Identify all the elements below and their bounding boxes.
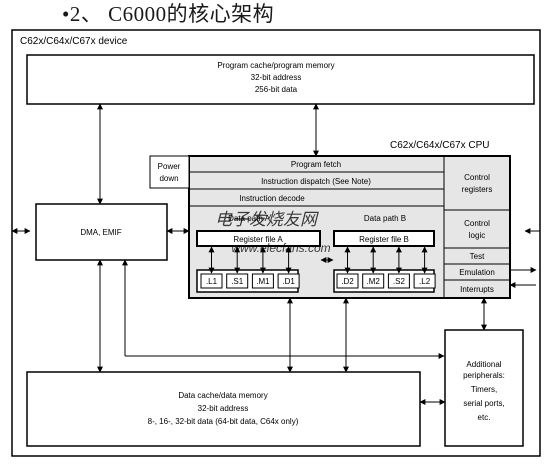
connection-lines	[11, 103, 540, 405]
unit-d1-label: .D1	[282, 277, 295, 286]
unit-m1-label: .M1	[256, 277, 270, 286]
control-registers-line2: registers	[462, 185, 493, 194]
watermark-chinese: 电子发烧友网	[215, 210, 319, 230]
data-path-a-label: Data path A	[228, 214, 270, 223]
data-memory-width: 8-, 16-, 32-bit data (64-bit data, C64x …	[148, 417, 299, 426]
unit-d1-box	[277, 273, 300, 289]
peripherals-line2: peripherals:	[463, 371, 505, 380]
register-file-a	[196, 230, 321, 247]
units-b-group: .D2 .M2 .S2 .L2	[336, 273, 436, 289]
test-block: Test	[470, 252, 485, 261]
power-down-block	[149, 155, 190, 189]
program-memory-address: 32-bit address	[251, 73, 302, 82]
units-a-group: .L1 .S1 .M1 .D1	[200, 273, 300, 289]
power-down-line1: Power	[158, 162, 181, 171]
data-memory-title: Data cache/data memory	[178, 391, 267, 400]
instruction-dispatch-stage: Instruction dispatch (See Note)	[261, 177, 371, 186]
data-memory-block	[26, 371, 421, 447]
slide-heading: •2、 C6000的核心架构	[62, 2, 275, 26]
control-logic-line2: logic	[469, 231, 485, 240]
unit-s1-label: .S1	[231, 277, 244, 286]
device-label: C62x/C64x/C67x device	[20, 36, 128, 47]
peripherals-line3: Timers,	[471, 385, 497, 394]
program-memory-block	[26, 54, 535, 105]
peripherals-line4: serial ports,	[463, 399, 504, 408]
data-path-b-label: Data path B	[364, 214, 406, 223]
control-registers-line1: Control	[464, 173, 490, 182]
unit-s2-box	[387, 273, 410, 289]
program-memory-title: Program cache/program memory	[217, 61, 334, 70]
unit-s1-box	[226, 273, 249, 289]
control-logic-line1: Control	[464, 219, 490, 228]
emulation-block: Emulation	[459, 268, 495, 277]
dma-emif-label: DMA, EMIF	[80, 228, 121, 237]
unit-d2-label: .D2	[341, 277, 354, 286]
cpu-label: C62x/C64x/C67x CPU	[390, 140, 489, 151]
peripherals-block	[444, 329, 524, 447]
instruction-decode-stage: Instruction decode	[239, 194, 305, 203]
unit-m2-label: .M2	[367, 277, 381, 286]
peripherals-line1: Additional	[466, 360, 501, 369]
unit-s2-label: .S2	[393, 277, 406, 286]
unit-l2-label: .L2	[419, 277, 431, 286]
unit-l1-box	[200, 273, 223, 289]
unit-l1-label: .L1	[206, 277, 218, 286]
unit-d2-box	[336, 273, 359, 289]
program-memory-data: 256-bit data	[255, 85, 298, 94]
register-file-b-label: Register file B	[359, 235, 409, 244]
unit-wires	[208, 246, 428, 274]
data-memory-address: 32-bit address	[198, 404, 249, 413]
unit-l2-box	[413, 273, 436, 289]
register-file-a-label: Register file A	[233, 235, 283, 244]
dma-emif-block	[35, 203, 168, 261]
watermark-url: www.elecfans.com	[231, 241, 330, 255]
power-down-line2: down	[159, 174, 178, 183]
unit-m2-box	[362, 273, 385, 289]
interrupts-block: Interrupts	[460, 285, 494, 294]
program-fetch-stage: Program fetch	[291, 160, 341, 169]
peripherals-line5: etc.	[478, 413, 491, 422]
register-file-b	[333, 230, 435, 247]
unit-m1-box	[251, 273, 274, 289]
